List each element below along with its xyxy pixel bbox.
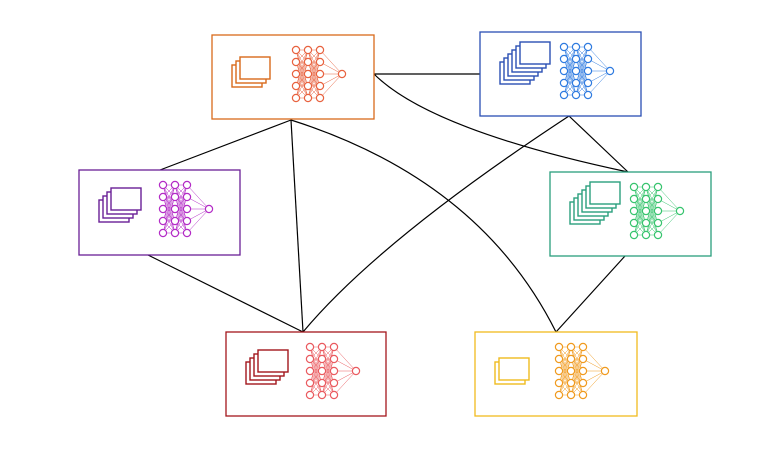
node-red (225, 331, 387, 417)
neural-network-icon (305, 342, 361, 400)
data-stack-icon (98, 187, 142, 223)
edge-blue-red (302, 115, 570, 333)
edge-orange-red (290, 119, 304, 333)
edge-blue-green (568, 115, 629, 173)
node-purple (78, 169, 241, 256)
neural-network-icon (291, 45, 347, 103)
edge-orange-yellow (290, 119, 557, 333)
node-orange (211, 34, 375, 120)
node-yellow (474, 331, 638, 417)
node-green (549, 171, 712, 257)
neural-network-icon (554, 342, 610, 400)
neural-network-icon (559, 42, 615, 100)
data-stack-icon (231, 56, 271, 88)
edge-orange-purple (159, 119, 292, 171)
edge-purple-red (147, 254, 304, 333)
edge-orange-green (373, 73, 629, 173)
data-stack-icon (569, 181, 621, 225)
neural-network-icon (629, 182, 685, 240)
neural-network-icon (158, 180, 214, 238)
node-blue (479, 31, 642, 117)
edges-group (147, 73, 629, 333)
data-stack-icon (499, 41, 551, 85)
edge-green-yellow (555, 255, 626, 333)
data-stack-icon (245, 349, 289, 385)
data-stack-icon (494, 357, 530, 385)
